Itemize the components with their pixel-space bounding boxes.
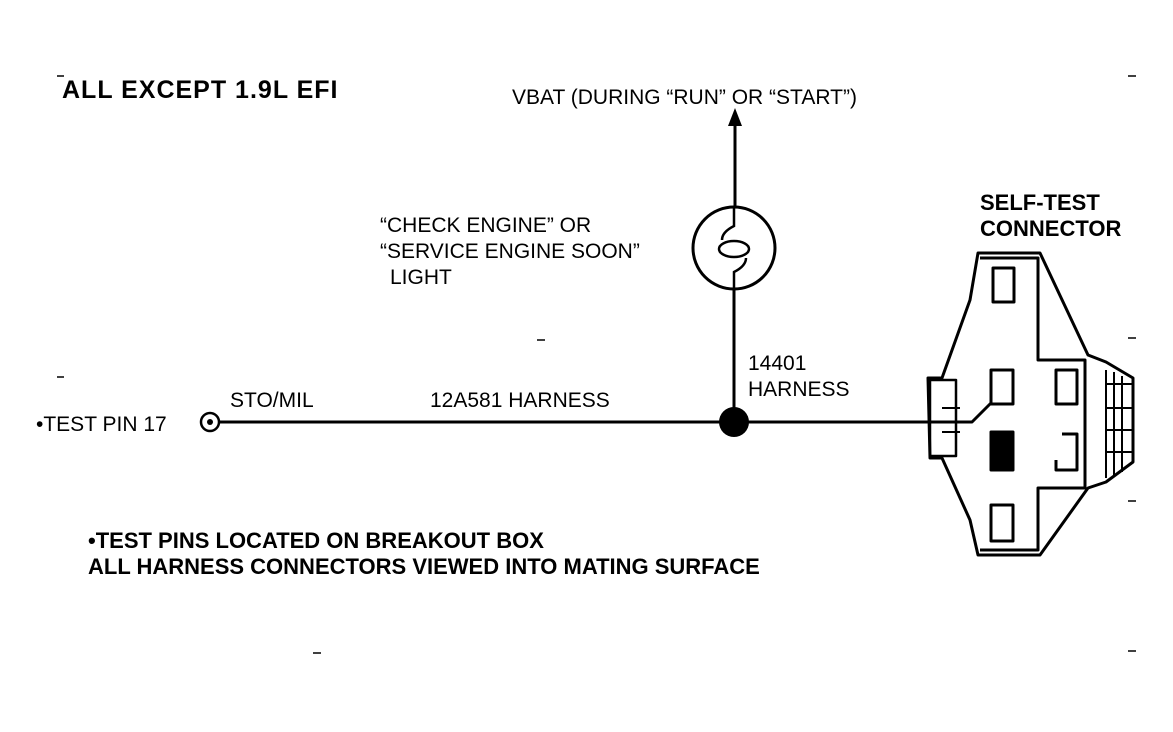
lamp-label-line2: “SERVICE ENGINE SOON”	[380, 240, 640, 263]
harness-14401-label-line1: 14401	[748, 352, 806, 375]
self-test-connector	[926, 251, 1135, 557]
diagram-heading: ALL EXCEPT 1.9L EFI	[62, 76, 338, 104]
test-pin-icon	[199, 411, 221, 433]
vbat-arrow	[728, 108, 742, 208]
check-engine-lamp	[691, 205, 777, 291]
connector-label-line1: SELF-TEST	[980, 190, 1100, 215]
harness-14401-label-line2: HARNESS	[748, 378, 850, 401]
sto-mil-label: STO/MIL	[230, 389, 314, 412]
connector-label-line2: CONNECTOR	[980, 216, 1121, 241]
splice-junction	[719, 407, 749, 437]
vbat-label: VBAT (DURING “RUN” OR “START”)	[512, 86, 857, 109]
harness-12a581-label: 12A581 HARNESS	[430, 389, 610, 412]
lamp-label-line1: “CHECK ENGINE” OR	[380, 214, 591, 237]
footnote-line2: ALL HARNESS CONNECTORS VIEWED INTO MATIN…	[88, 554, 760, 579]
scan-marks	[57, 75, 1136, 654]
test-pin-label: •TEST PIN 17	[36, 413, 167, 436]
footnote-line1: •TEST PINS LOCATED ON BREAKOUT BOX	[88, 528, 544, 553]
lamp-label-line3: LIGHT	[390, 266, 452, 289]
